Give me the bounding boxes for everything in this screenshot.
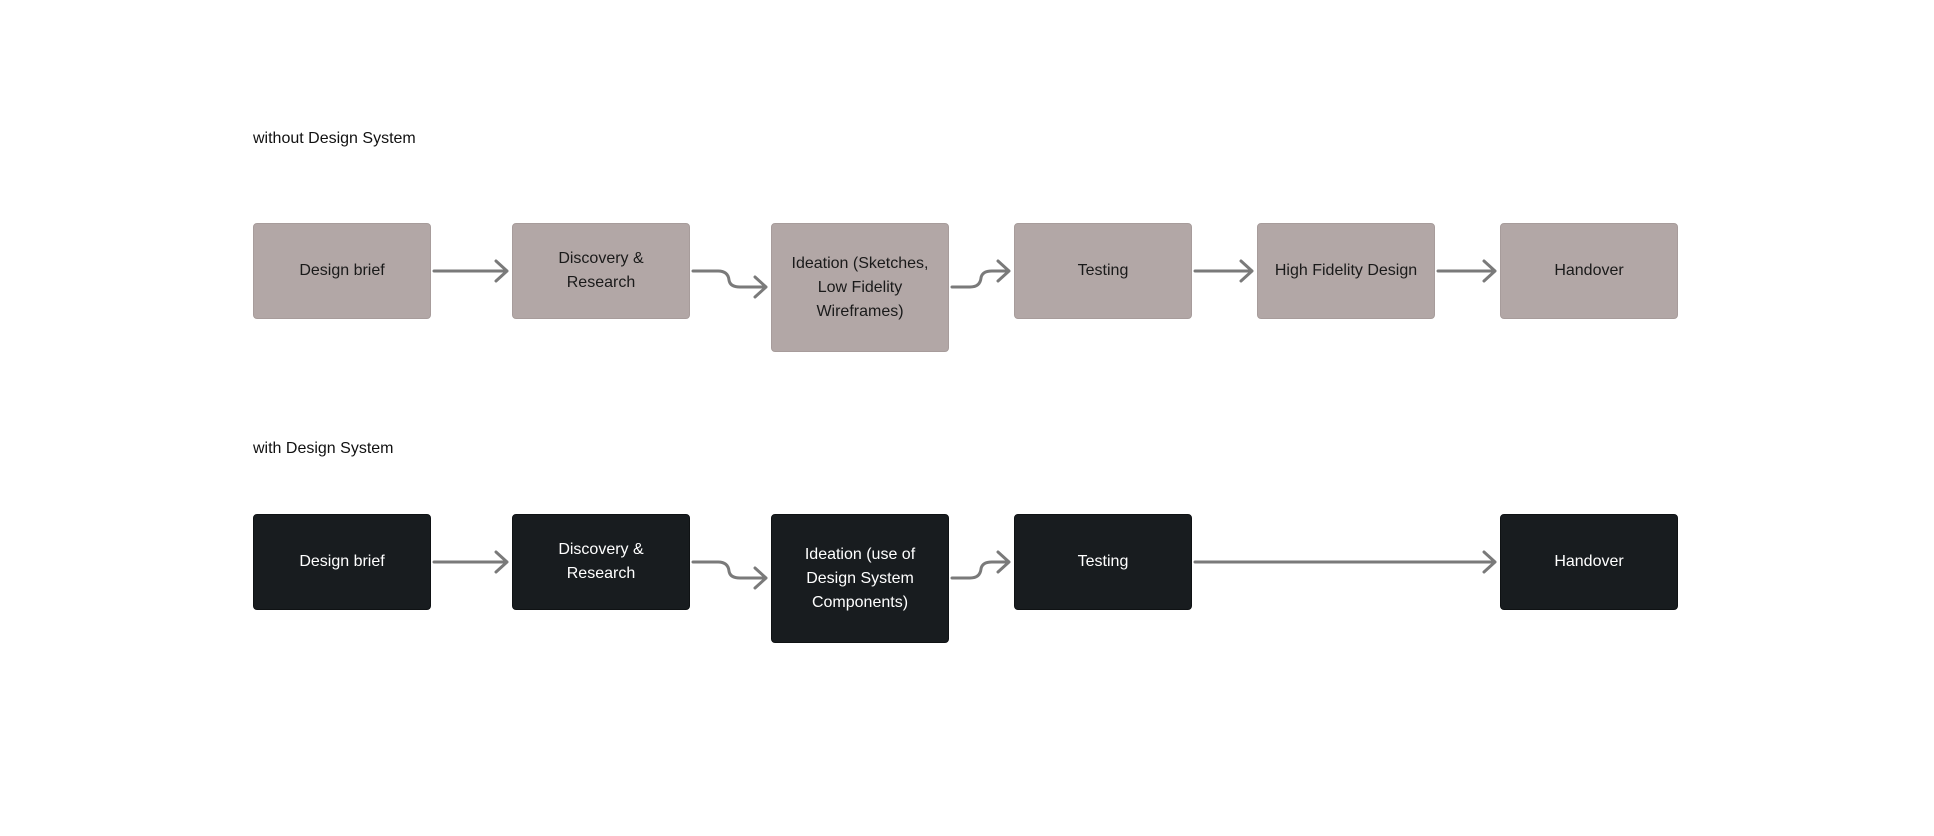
arrow-ideation-to-testing [950,550,1011,580]
step-handover-with: Handover [1500,514,1678,610]
step-label: Handover [1554,262,1624,279]
step-label: Design brief [299,553,385,570]
step-label: Discovery & Research [558,541,644,582]
step-design-brief-with: Design brief [253,514,431,610]
step-discovery-research-without: Discovery & Research [512,223,690,319]
arrow-design-brief-to-discovery [432,550,509,574]
step-ideation-without: Ideation (Sketches, Low Fidelity Wirefra… [771,223,949,352]
step-label: Discovery & Research [558,250,644,291]
step-testing-without: Testing [1014,223,1192,319]
step-testing-with: Testing [1014,514,1192,610]
arrow-ideation-to-testing [950,259,1011,289]
step-label: Ideation (Sketches, Low Fidelity Wirefra… [791,254,929,320]
step-handover-without: Handover [1500,223,1678,319]
step-design-brief-without: Design brief [253,223,431,319]
step-label: High Fidelity Design [1274,262,1418,279]
arrow-design-brief-to-discovery [432,259,509,283]
step-label: Testing [1077,262,1129,279]
arrow-discovery-to-ideation [691,560,768,590]
step-discovery-research-with: Discovery & Research [512,514,690,610]
step-ideation-with: Ideation (use of Design System Component… [771,514,949,643]
arrow-high-fidelity-to-handover [1436,259,1497,283]
section-label-without-design-system: without Design System [253,130,416,147]
step-label: Handover [1554,553,1624,570]
arrow-testing-to-high-fidelity [1193,259,1254,283]
arrow-discovery-to-ideation [691,269,768,299]
arrow-testing-to-handover [1193,550,1497,574]
section-label-with-design-system: with Design System [253,440,394,457]
step-label: Ideation (use of Design System Component… [804,545,916,611]
step-label: Testing [1077,553,1129,570]
step-high-fidelity-design-without: High Fidelity Design [1257,223,1435,319]
step-label: Design brief [299,262,385,279]
